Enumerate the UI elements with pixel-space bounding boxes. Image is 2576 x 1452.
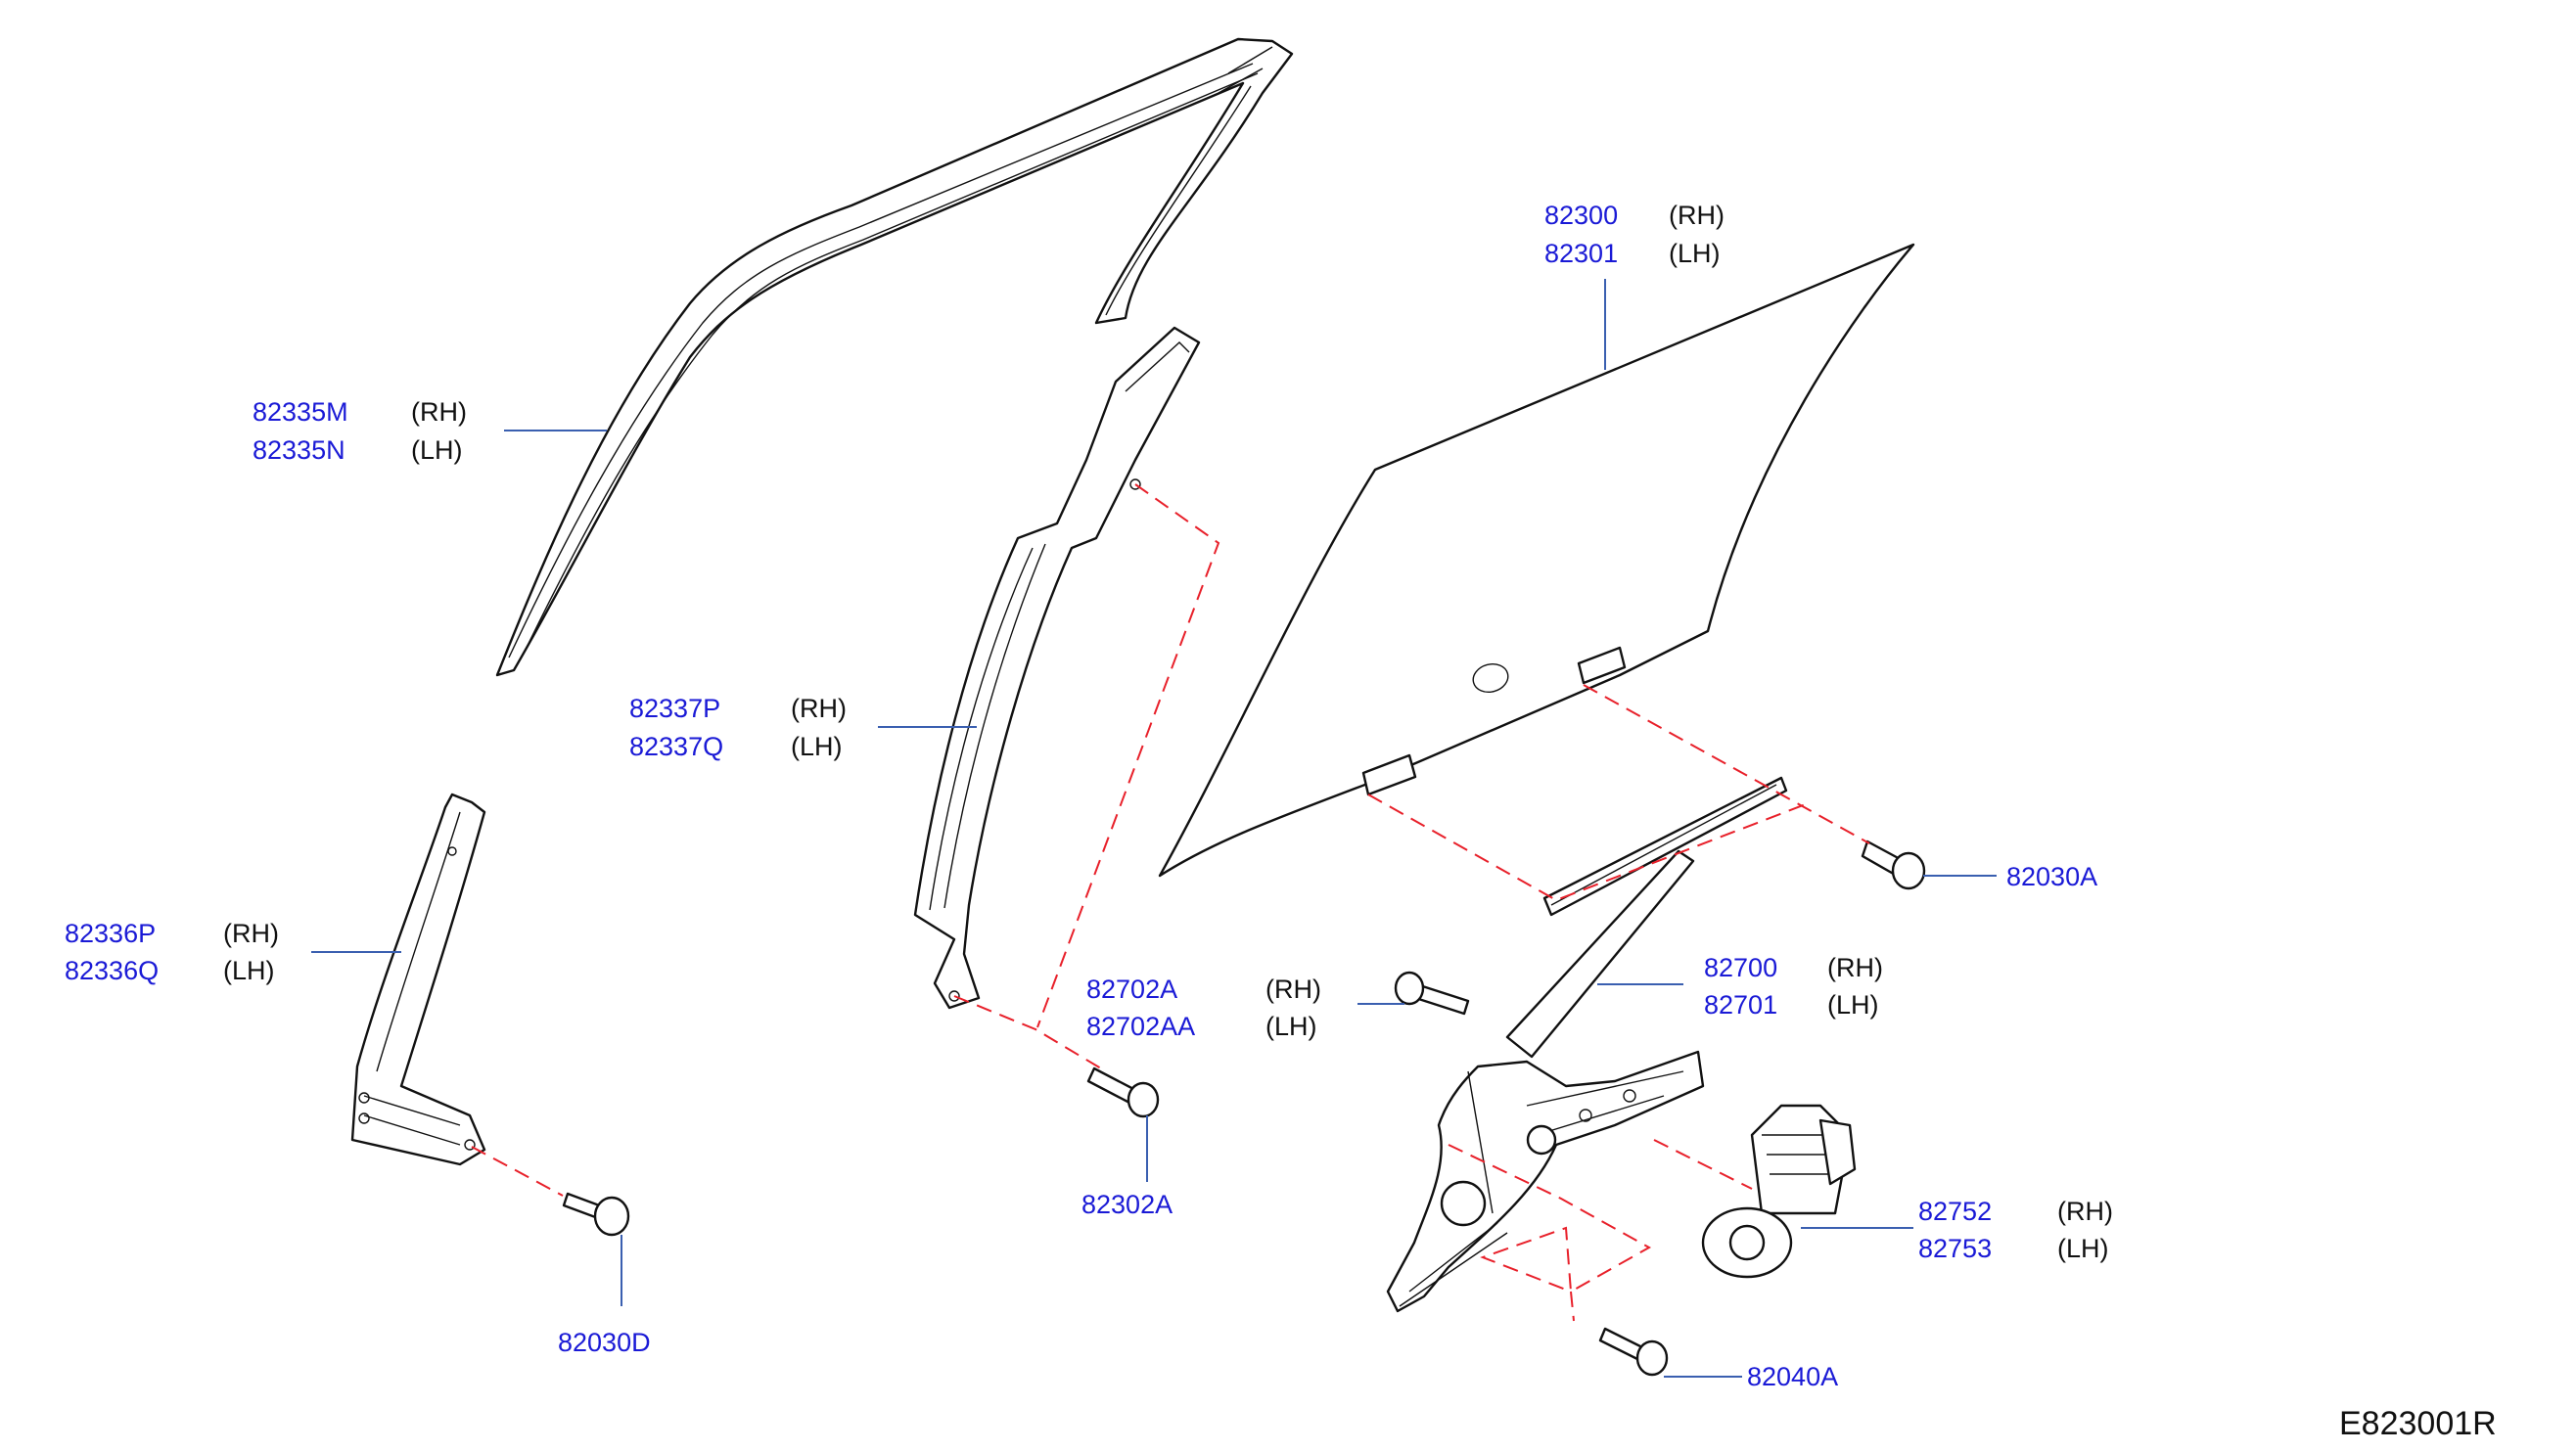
side-label: (RH) <box>1669 201 1725 230</box>
part-number[interactable]: 82701 <box>1704 990 1777 1020</box>
side-label: (LH) <box>1827 990 1879 1020</box>
part-number[interactable]: 82335N <box>253 435 345 465</box>
side-label: (RH) <box>223 919 279 948</box>
part-number[interactable]: 82030A <box>2006 862 2097 891</box>
side-label: (RH) <box>1827 953 1883 982</box>
side-label: (LH) <box>791 732 843 761</box>
side-label: (LH) <box>1265 1012 1317 1041</box>
side-label: (RH) <box>791 694 847 723</box>
part-number[interactable]: 82335M <box>253 397 348 427</box>
part-number[interactable]: 82300 <box>1544 201 1618 230</box>
side-label: (LH) <box>1669 239 1721 268</box>
side-label: (RH) <box>2057 1197 2113 1226</box>
callout-82752-82753: 82752 (RH) 82753 (LH) <box>1918 1197 2113 1263</box>
part-number[interactable]: 82700 <box>1704 953 1777 982</box>
side-label: (RH) <box>1265 975 1321 1004</box>
part-number[interactable]: 82702A <box>1086 975 1177 1004</box>
side-label: (LH) <box>223 956 275 985</box>
bolt-82302A-drawing <box>1086 1066 1160 1118</box>
part-number[interactable]: 82030D <box>558 1328 651 1357</box>
part-number[interactable]: 82337Q <box>629 732 723 761</box>
part-number[interactable]: 82752 <box>1918 1197 1992 1226</box>
rear-sash-drawing <box>350 793 486 1166</box>
diagram-code: E823001R <box>2339 1405 2497 1442</box>
part-number[interactable]: 82336P <box>65 919 156 948</box>
bolt-82702A-drawing <box>1394 971 1470 1016</box>
bolt-82040A-drawing <box>1598 1327 1669 1377</box>
glass-run-channel-drawing <box>913 326 1201 1010</box>
leader-lines <box>311 279 1997 1378</box>
part-number[interactable]: 82040A <box>1747 1362 1838 1391</box>
callout-82335M-82335N: 82335M (RH) 82335N (LH) <box>253 397 467 465</box>
part-number[interactable]: 82336Q <box>65 956 159 985</box>
callout-82337P-82337Q: 82337P (RH) 82337Q (LH) <box>629 694 847 761</box>
side-label: (RH) <box>411 397 467 427</box>
callout-82336P-82336Q: 82336P (RH) 82336Q (LH) <box>65 919 279 985</box>
callout-82030A: 82030A <box>2006 862 2097 891</box>
dashed-guides <box>471 483 1870 1322</box>
side-label: (LH) <box>2057 1234 2109 1263</box>
callout-82040A: 82040A <box>1747 1362 1838 1391</box>
callout-82302A: 82302A <box>1081 1190 1173 1219</box>
part-number[interactable]: 82302A <box>1081 1190 1173 1219</box>
window-regulator-drawing <box>1386 776 1788 1313</box>
part-number[interactable]: 82702AA <box>1086 1012 1195 1041</box>
callout-82700-82701: 82700 (RH) 82701 (LH) <box>1704 953 1883 1020</box>
regulator-motor-drawing <box>1701 1104 1857 1279</box>
part-number[interactable]: 82337P <box>629 694 720 723</box>
side-label: (LH) <box>411 435 463 465</box>
screw-82030D-drawing <box>562 1192 630 1237</box>
part-number[interactable]: 82301 <box>1544 239 1618 268</box>
sash-weatherstrip-drawing <box>495 37 1294 677</box>
callout-82030D: 82030D <box>558 1328 651 1357</box>
callout-82702A-82702AA: 82702A (RH) 82702AA (LH) <box>1086 975 1321 1041</box>
door-glass-drawing <box>1158 243 1915 878</box>
bolt-82030A-drawing <box>1861 839 1926 890</box>
part-number[interactable]: 82753 <box>1918 1234 1992 1263</box>
callout-82300-82301: 82300 (RH) 82301 (LH) <box>1544 201 1725 268</box>
